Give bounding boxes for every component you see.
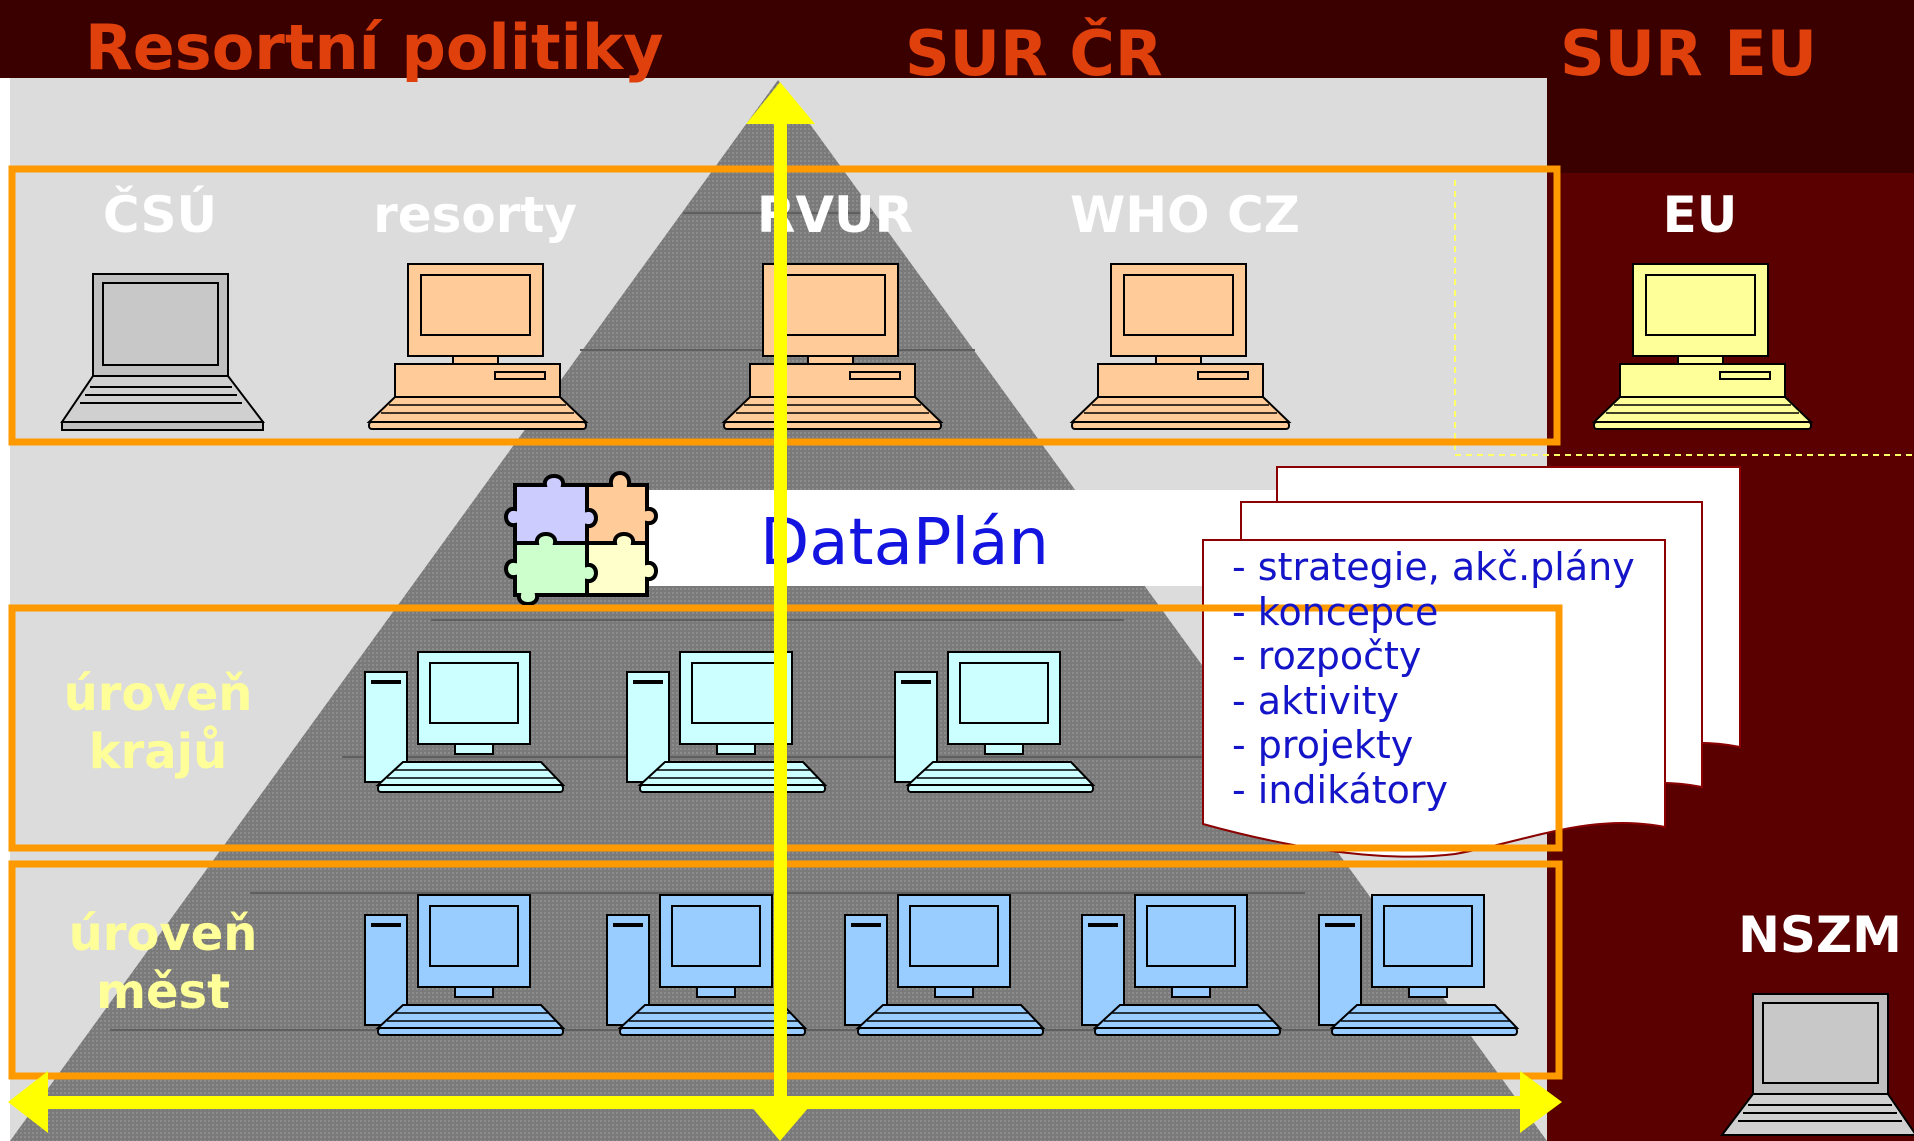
arrow-down-icon bbox=[746, 1100, 815, 1141]
puzzle-icon bbox=[504, 471, 658, 605]
desktop-computer-icon bbox=[366, 263, 589, 430]
document-item: - koncepce bbox=[1232, 589, 1439, 634]
document-item: - strategie, akč.plány bbox=[1232, 545, 1635, 589]
workstation-icon bbox=[844, 894, 1046, 1036]
document-list: - strategie, akč.plány - koncepce - rozp… bbox=[1232, 545, 1635, 812]
who-label: WHO CZ bbox=[1070, 186, 1300, 244]
cities-level-line2: měst bbox=[95, 964, 231, 1020]
eu-label: EU bbox=[1662, 186, 1738, 244]
resorty-label: resorty bbox=[373, 186, 577, 244]
dataplan-label: DataPlán bbox=[760, 506, 1049, 580]
workstation-icon bbox=[364, 651, 566, 793]
workstation-icon bbox=[626, 651, 828, 793]
workstation-icon bbox=[1081, 894, 1283, 1036]
regions-level-line2: krajů bbox=[88, 724, 228, 780]
laptop-icon bbox=[1719, 993, 1914, 1136]
workstation-icon bbox=[606, 894, 808, 1036]
horizontal-arrow bbox=[35, 1096, 1535, 1109]
center-title: SUR ČR bbox=[905, 17, 1163, 90]
document-item: - aktivity bbox=[1232, 678, 1399, 723]
document-item: - projekty bbox=[1232, 723, 1414, 767]
desktop-computer-icon bbox=[1591, 263, 1814, 430]
document-item: - indikátory bbox=[1232, 767, 1448, 812]
cities-level-line1: úroveň bbox=[68, 906, 258, 962]
desktop-computer-icon bbox=[1069, 263, 1292, 430]
arrow-left-icon bbox=[8, 1071, 48, 1133]
regions-level-label: úroveň krajů bbox=[33, 665, 283, 781]
cities-level-label: úroveň měst bbox=[38, 905, 288, 1021]
arrow-up-icon bbox=[746, 82, 815, 124]
workstation-icon bbox=[1318, 894, 1520, 1036]
right-title: SUR EU bbox=[1560, 17, 1818, 90]
header-bar bbox=[0, 0, 1914, 78]
regions-level-line1: úroveň bbox=[63, 666, 253, 722]
left-title: Resortní politiky bbox=[85, 11, 664, 84]
workstation-icon bbox=[364, 894, 566, 1036]
arrow-right-icon bbox=[1520, 1071, 1562, 1133]
laptop-icon bbox=[60, 273, 265, 431]
nszm-label: NSZM bbox=[1738, 906, 1902, 964]
document-item: - rozpočty bbox=[1232, 634, 1422, 678]
document-stack bbox=[1202, 466, 1741, 858]
csu-label: ČSÚ bbox=[102, 186, 218, 244]
vertical-arrow bbox=[774, 115, 787, 1121]
workstation-icon bbox=[894, 651, 1096, 793]
